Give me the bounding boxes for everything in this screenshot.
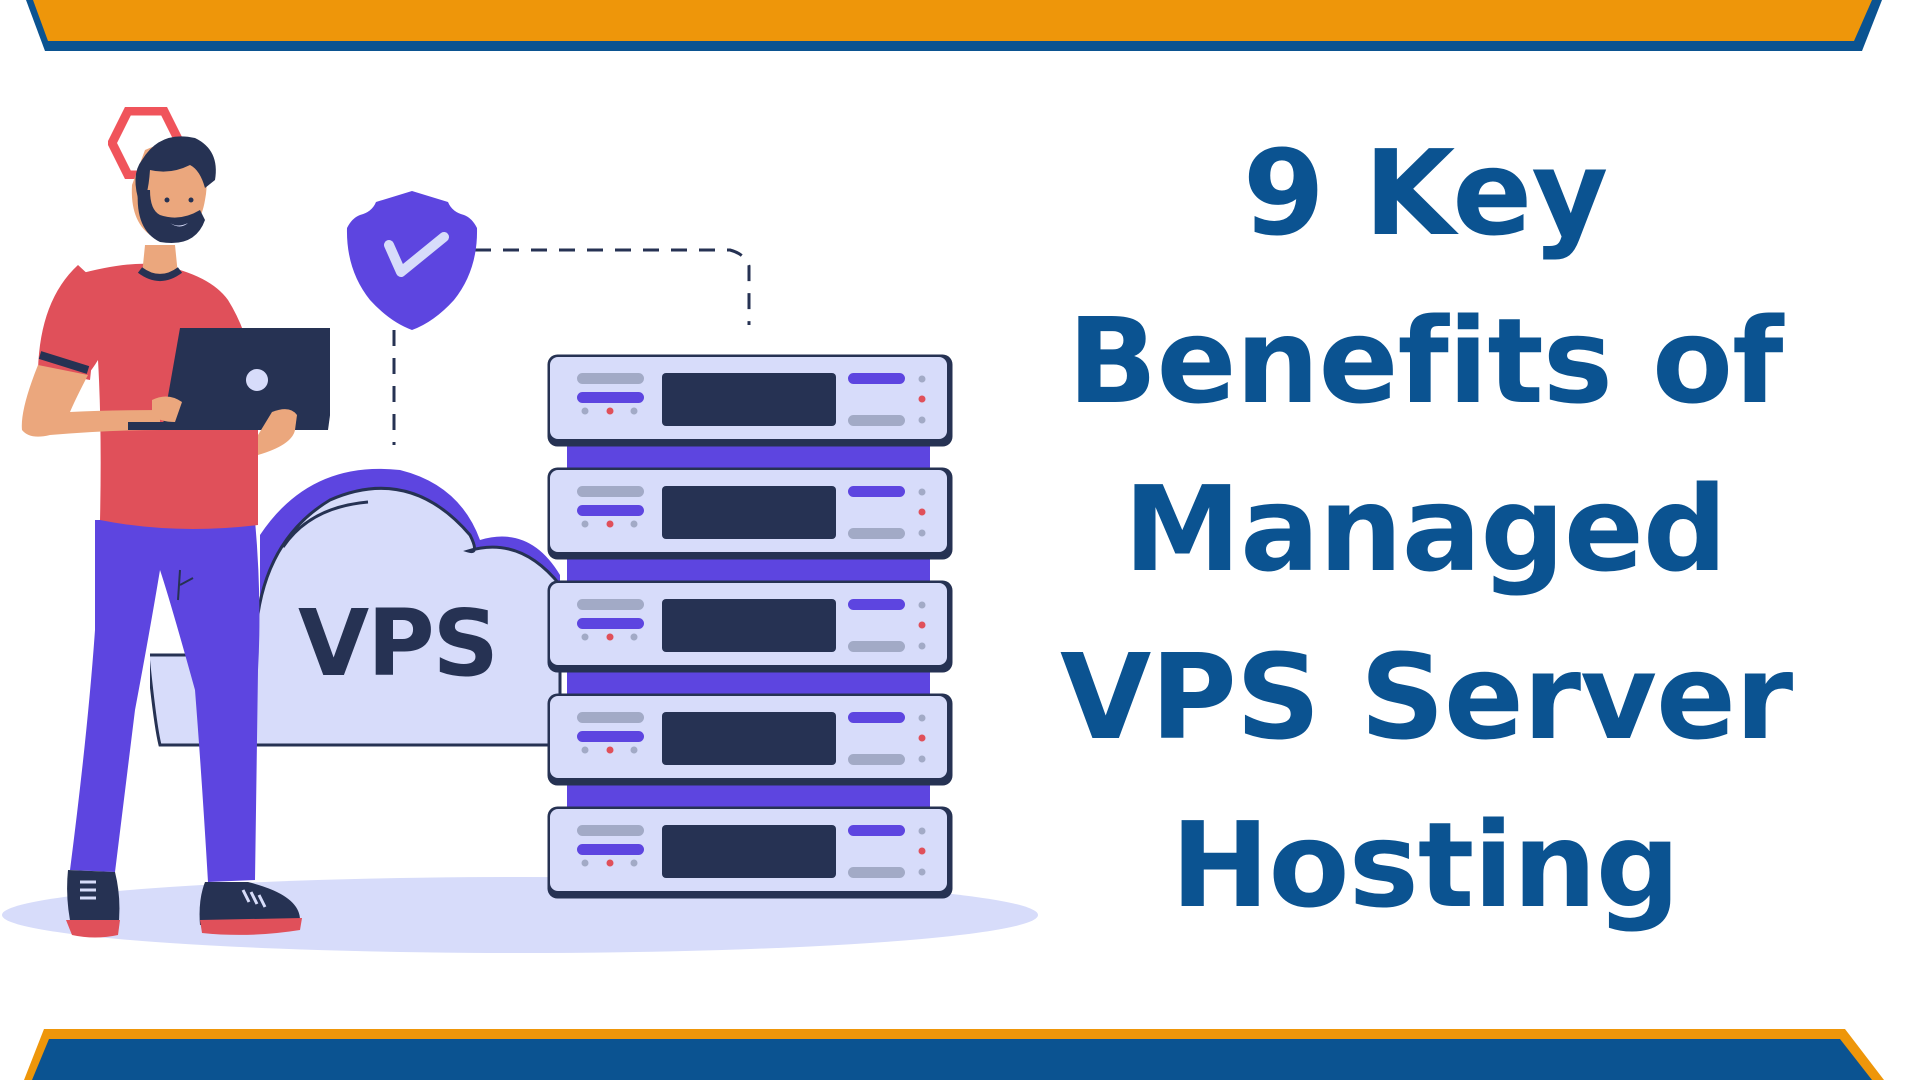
headline-line-4: VPS Server	[1060, 628, 1793, 766]
headline-line-3: Managed	[1123, 460, 1728, 598]
server-units	[547, 354, 953, 899]
headline-line-5: Hosting	[1170, 796, 1680, 934]
top-banner-bar	[26, 0, 1882, 51]
bottom-banner-bar	[24, 1029, 1884, 1080]
shield-check-icon	[346, 191, 478, 330]
cloud-label: VPS	[298, 590, 499, 697]
person-with-laptop-illustration	[21, 136, 330, 938]
headline-line-2: Benefits of	[1067, 292, 1784, 430]
headline-line-1: 9 Key	[1242, 124, 1609, 262]
dashed-connector	[392, 248, 751, 445]
